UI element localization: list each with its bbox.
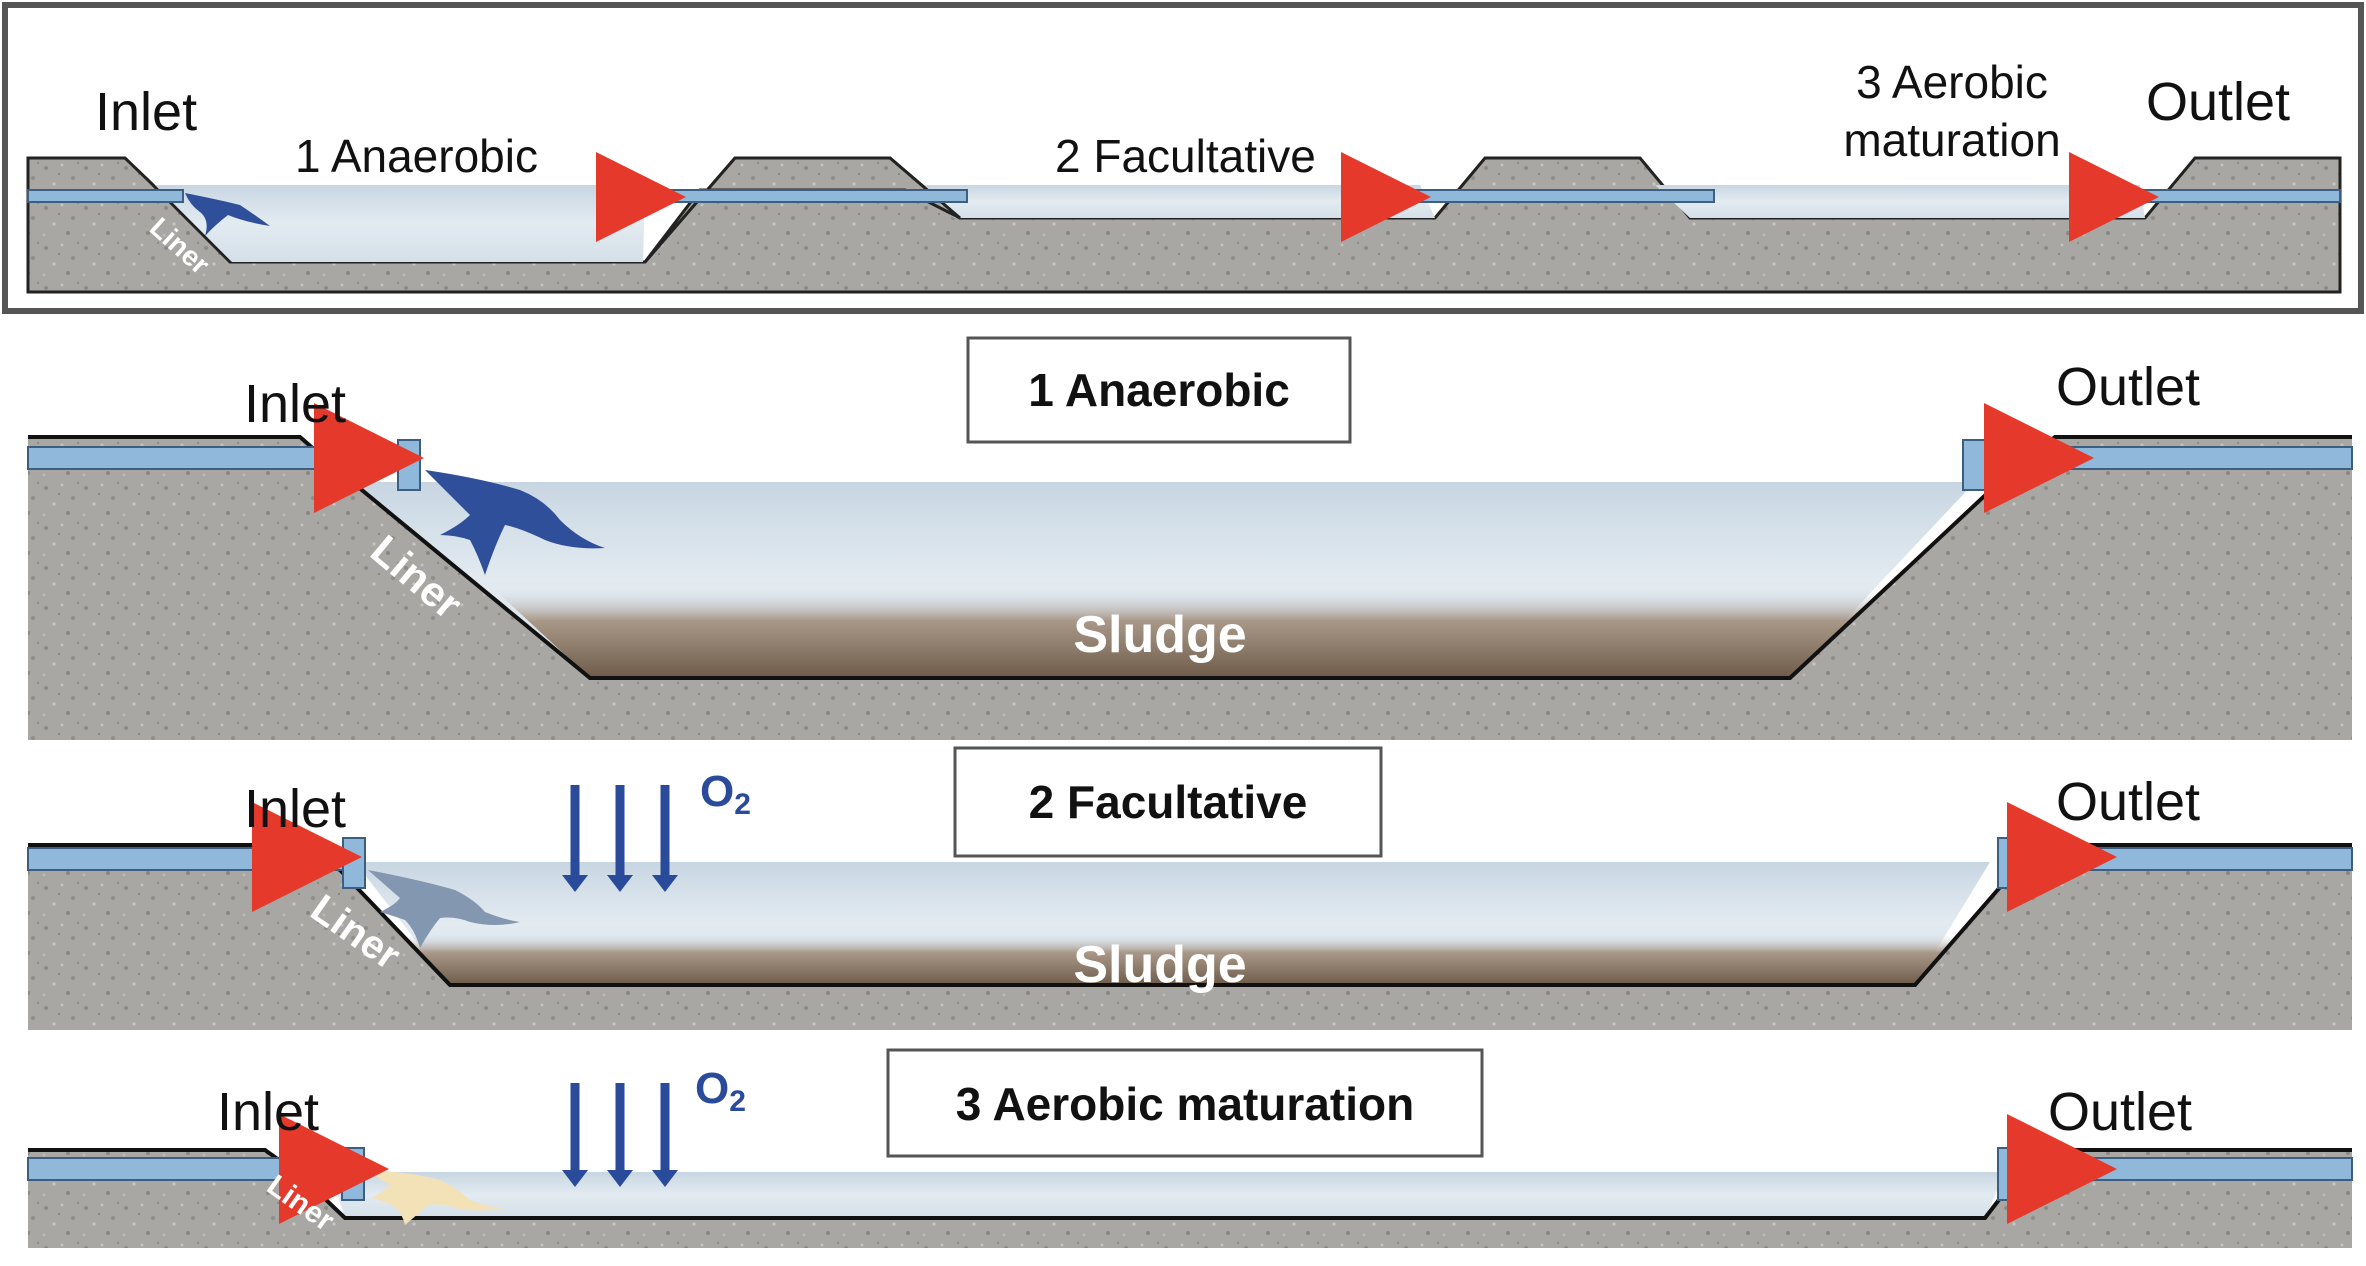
anaerobic-inlet-cap [397, 439, 421, 491]
overview-water-pond2 [905, 185, 1435, 218]
aerobic-influent-plume [365, 1170, 505, 1225]
anaerobic-title: 1 Anaerobic [1028, 364, 1290, 416]
anaerobic-panel: 1 Anaerobic Inlet Outlet Liner Sludge [27, 336, 2353, 740]
aerobic-inlet-pipe [27, 1157, 347, 1181]
overview-outlet-label: Outlet [2146, 72, 2290, 132]
aerobic-inlet-label: Inlet [217, 1082, 319, 1142]
facultative-o2-label: O2 [700, 767, 751, 821]
aerobic-soil [28, 1150, 2352, 1248]
aerobic-o2-label: O2 [695, 1064, 746, 1118]
anaerobic-sludge-label: Sludge [1073, 606, 1246, 664]
overview-influent-plume [185, 193, 270, 236]
facultative-influent-plume [368, 870, 520, 948]
overview-pond2-label: 2 Facultative [1055, 130, 1316, 182]
overview-water-pond1 [155, 185, 645, 262]
facultative-o2-arrowhead-2 [607, 875, 633, 892]
facultative-title: 2 Facultative [1029, 776, 1308, 828]
overview-water-pond3 [1655, 185, 2145, 218]
facultative-panel: O2 2 Facultative Inlet Outlet Liner Slud… [27, 746, 2353, 1030]
anaerobic-outlet-label: Outlet [2056, 357, 2200, 417]
anaerobic-influent-plume [425, 470, 605, 575]
facultative-sludge-label: Sludge [1073, 936, 1246, 994]
aerobic-o2-arrowhead-2 [607, 1170, 633, 1187]
overview-pond1-label: 1 Anaerobic [295, 130, 538, 182]
anaerobic-title-box [966, 336, 1352, 444]
overview-pond3-label-line2: maturation [1843, 114, 2060, 166]
facultative-title-box [953, 746, 1383, 858]
facultative-outlet-label: Outlet [2056, 772, 2200, 832]
aerobic-o2-arrowhead-3 [652, 1170, 678, 1187]
overview-soil [26, 156, 2342, 294]
overview-outlet-pipe [2139, 189, 2341, 203]
anaerobic-inlet-label: Inlet [244, 374, 346, 434]
aerobic-panel: O2 3 Aerobic maturation Inlet Outlet Lin… [27, 1048, 2353, 1248]
overview-panel: Inlet 1 Anaerobic 2 Facultative 3 Aerobi… [2, 2, 2364, 314]
facultative-o2-arrowhead-3 [652, 875, 678, 892]
overview-pipe-2-3 [1411, 189, 1715, 203]
aerobic-outlet-cap [1997, 1147, 2021, 1201]
facultative-outlet-cap [1997, 837, 2021, 889]
overview-inlet-label: Inlet [95, 82, 197, 142]
anaerobic-sludge [495, 590, 1880, 678]
facultative-sludge [400, 935, 1960, 985]
aerobic-inlet-cap [341, 1147, 365, 1201]
facultative-inlet-cap [342, 837, 366, 889]
facultative-inlet-label: Inlet [244, 779, 346, 839]
overview-inlet-pipe [27, 189, 184, 203]
aerobic-o2-arrowhead-1 [562, 1170, 588, 1187]
overview-pond3-label-line1: 3 Aerobic [1856, 56, 2048, 108]
facultative-o2-arrowhead-1 [562, 875, 588, 892]
aerobic-title-box [886, 1048, 1484, 1158]
overview-pipe-1-2 [664, 189, 968, 203]
aerobic-outlet-label: Outlet [2048, 1082, 2192, 1142]
aerobic-title: 3 Aerobic maturation [956, 1078, 1414, 1130]
anaerobic-outlet-cap [1962, 439, 1986, 491]
aerobic-water [330, 1172, 2005, 1218]
